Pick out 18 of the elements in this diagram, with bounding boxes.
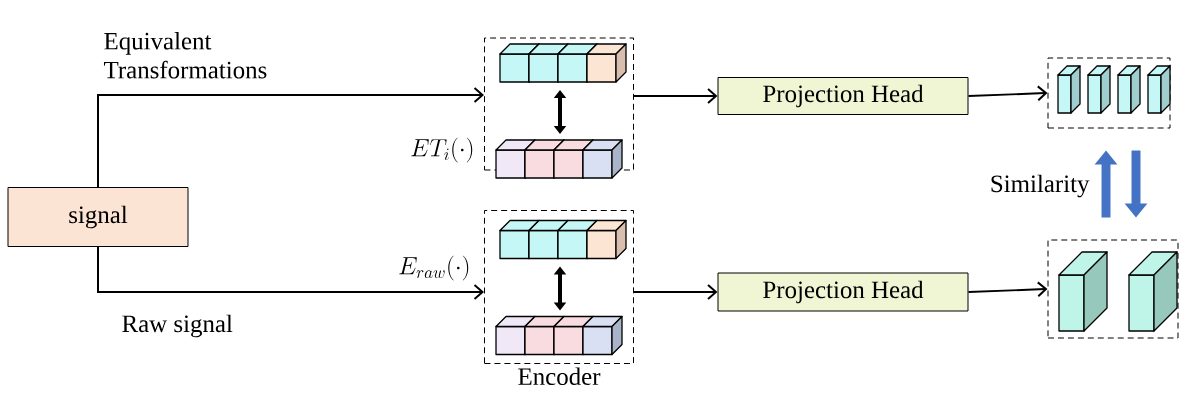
signal-box: signal (7, 187, 189, 247)
arrow (97, 246, 484, 300)
formula-label: $ET_i(\cdot)$ (411, 137, 473, 163)
arrow (97, 87, 484, 188)
dashed-box (1047, 57, 1171, 129)
edge-label: Raw signal (122, 314, 233, 338)
edge-label: Equivalent Transformations (104, 32, 267, 79)
projection-head-box: Projection Head (717, 77, 969, 115)
label-text: Similarity (991, 174, 1090, 198)
dashed-box (1047, 239, 1179, 339)
arrow (633, 88, 718, 104)
formula-label: $E_{raw}(\cdot)$ (399, 255, 469, 281)
arrow (967, 85, 1048, 102)
arrow (967, 281, 1048, 298)
projection-head-box: Projection Head (717, 272, 969, 312)
arrow (633, 284, 718, 300)
node-label: Encoder (518, 367, 601, 386)
dashed-box (484, 210, 634, 364)
